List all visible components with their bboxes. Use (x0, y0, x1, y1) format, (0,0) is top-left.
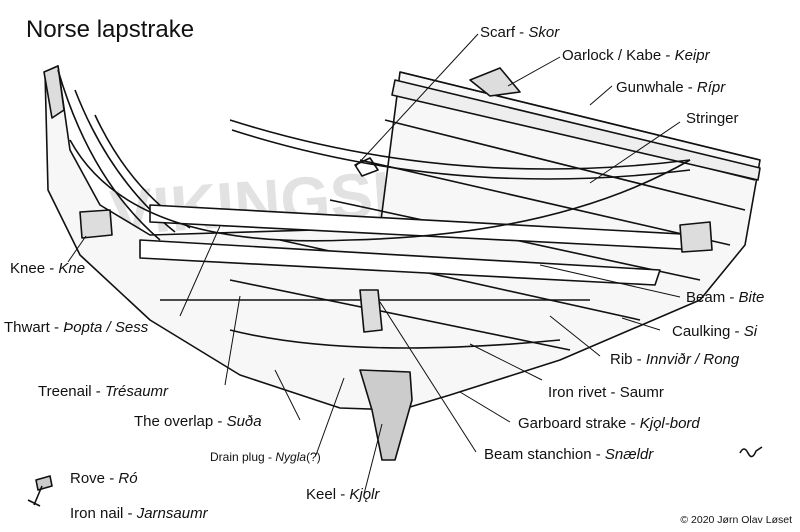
stanchion-post (359, 289, 383, 333)
leader-line-oarlock (507, 56, 561, 87)
diagram-title: Norse lapstrake (26, 16, 195, 43)
leader-line-stringer (589, 121, 681, 184)
copyright-credit: © 2020 Jørn Olav Løset (680, 514, 792, 526)
scarf-joint (354, 157, 379, 177)
leader-line-thwart (179, 225, 221, 317)
label-iron-rivet: Iron rivet - Saumr (548, 384, 664, 401)
strake-line (57, 69, 161, 241)
oarlock-piece (469, 67, 521, 97)
stringer-rail (231, 129, 691, 180)
label-rove: Rove - Ró (70, 470, 138, 487)
rib-curve (69, 139, 691, 242)
leader-line-ironrivet (469, 343, 543, 381)
knee-timber (679, 221, 713, 253)
strake-line (229, 279, 571, 351)
stem-post (43, 65, 65, 119)
leader-lines (67, 33, 681, 495)
leader-line-knee (67, 235, 87, 263)
label-rib: Rib - Innviðr / Rong (610, 351, 740, 368)
leader-line-keel (363, 423, 383, 495)
leader-line-scarf (355, 33, 479, 167)
label-oarlock: Oarlock / Kabe - Keipr (562, 47, 710, 64)
keel-timber (359, 369, 413, 461)
label-thwart: Thwart - Þopta / Sess (4, 319, 149, 336)
label-treenail: Treenail - Trésaumr (38, 383, 169, 400)
label-caulking: Caulking - Si (672, 323, 758, 340)
rove-nail-icon (27, 475, 53, 507)
label-gunwhale: Gunwhale - Rípr (616, 79, 726, 96)
label-garboard-strake: Garboard strake - Kjǫl-bord (518, 415, 700, 432)
label-keel: Keel - Kjǫlr (306, 486, 380, 503)
leader-line-treenail (224, 295, 241, 386)
leader-line-caulking (621, 317, 661, 331)
rib-curve (229, 329, 561, 349)
thwart-plank (139, 239, 661, 286)
strake-line (384, 119, 746, 211)
label-drain-plug: Drain plug - Nygla(?) (210, 450, 321, 464)
label-beam-stanchion: Beam stanchion - Snældr (484, 446, 654, 463)
leader-line-garboard (459, 391, 511, 423)
leader-line-rib (549, 315, 601, 357)
gunwhale-rail (391, 79, 761, 181)
label-stringer: Stringer (686, 110, 739, 127)
label-overlap: The overlap - Suða (134, 413, 262, 430)
signature-mark (739, 446, 763, 458)
label-scarf: Scarf - Skor (480, 24, 560, 41)
leader-line-stanchion (379, 301, 477, 453)
label-beam: Beam - Bite (686, 289, 765, 306)
leader-line-drainplug (315, 377, 345, 456)
leader-line-overlap (274, 369, 301, 421)
stringer-rail (229, 119, 691, 170)
label-iron-nail: Iron nail - Jarnsaumr (70, 505, 208, 522)
leader-line-gunwhale (589, 85, 613, 106)
strake-line (359, 159, 731, 246)
label-knee: Knee - Kne (10, 260, 86, 277)
leader-line-beam (539, 264, 681, 298)
knee-timber (79, 209, 113, 239)
strake-line (399, 71, 761, 161)
